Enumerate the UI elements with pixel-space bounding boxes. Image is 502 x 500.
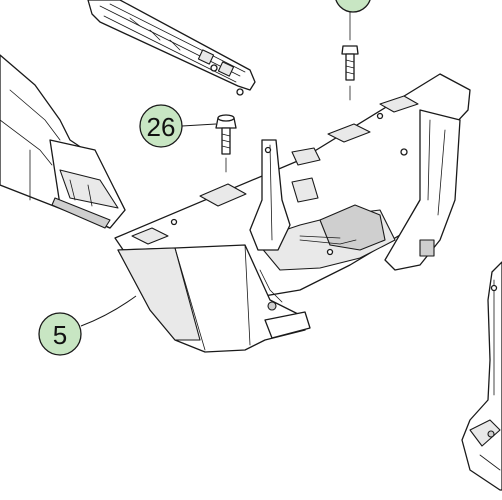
- leader-line-26: [181, 123, 217, 127]
- screw-top-right: [341, 0, 359, 101]
- callout-26-label: 26: [147, 112, 176, 142]
- top-rail-part: [87, 0, 256, 96]
- callout-5: 5: [38, 312, 82, 356]
- callout-26: 26: [139, 104, 183, 148]
- screw-26: [215, 114, 237, 173]
- callout-partial-top-right: [335, 0, 371, 13]
- callout-5-label: 5: [53, 320, 67, 350]
- bottom-right-part: [461, 261, 502, 491]
- leader-line-5: [80, 295, 137, 327]
- main-housing-part: [114, 73, 471, 353]
- left-duct-part: [0, 54, 126, 229]
